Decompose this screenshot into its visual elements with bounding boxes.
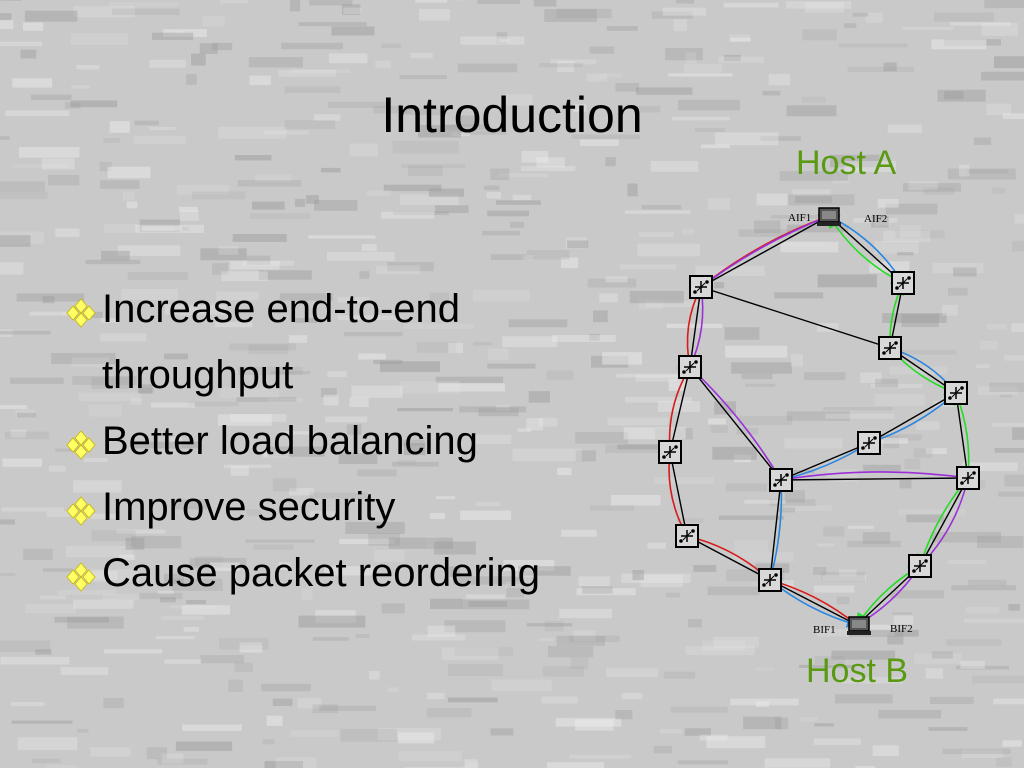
bullet-item: Better load balancing — [62, 408, 622, 474]
router-icon — [658, 440, 682, 464]
link-r10-r11 — [955, 392, 969, 479]
bullet-item: Cause packet reordering — [62, 540, 622, 606]
router-icon — [857, 431, 881, 455]
link-r7-r10 — [868, 392, 957, 444]
link-r1-r8 — [700, 286, 891, 349]
router-icon — [944, 381, 968, 405]
link-r6-r11 — [780, 477, 969, 481]
router-icon — [689, 275, 713, 299]
router-icon — [908, 554, 932, 578]
four-diamond-bullet-icon — [66, 430, 96, 460]
link-r3-r4 — [669, 451, 688, 537]
host-a-computer-icon — [817, 207, 841, 226]
host-b-label: Host B — [806, 652, 909, 690]
bullet-text: Improve security — [102, 485, 396, 529]
router-icon — [675, 524, 699, 548]
link-r2-r6 — [689, 366, 782, 481]
router-icon — [878, 336, 902, 360]
four-diamond-bullet-icon — [66, 562, 96, 592]
four-diamond-bullet-icon — [66, 298, 96, 328]
bullet-list: Increase end-to-end throughput Better lo… — [62, 276, 622, 606]
network-nodes — [658, 271, 980, 592]
four-diamond-bullet-icon — [66, 496, 96, 526]
router-icon — [769, 468, 793, 492]
router-icon — [956, 466, 980, 490]
bullet-item: Improve security — [62, 474, 622, 540]
aif1-label: AIF1 — [788, 212, 811, 224]
purple-path-segment — [700, 214, 831, 288]
bullet-item: Increase end-to-end throughput — [62, 276, 622, 408]
bif1-label: BIF1 — [813, 624, 836, 636]
bullet-text: Increase end-to-end throughput — [102, 287, 461, 397]
link-r2-r3 — [669, 366, 691, 453]
link-A-r1 — [700, 215, 830, 288]
router-icon — [758, 568, 782, 592]
slide-title: Introduction — [381, 87, 643, 143]
hosts: AIF1 AIF2 BIF1 BIF2 — [788, 207, 913, 636]
link-r11-r12 — [919, 477, 969, 567]
router-icon — [678, 355, 702, 379]
aif2-label: AIF2 — [864, 213, 887, 225]
host-b-computer-icon — [847, 616, 871, 635]
purple-path-segment — [689, 366, 782, 481]
bullet-text: Better load balancing — [102, 419, 478, 463]
bullet-text: Cause packet reordering — [102, 551, 541, 595]
bif2-label: BIF2 — [890, 623, 913, 635]
link-r5-B — [769, 579, 858, 626]
link-r4-r5 — [686, 535, 771, 581]
host-a-label: Host A — [796, 144, 897, 182]
router-icon — [891, 271, 915, 295]
